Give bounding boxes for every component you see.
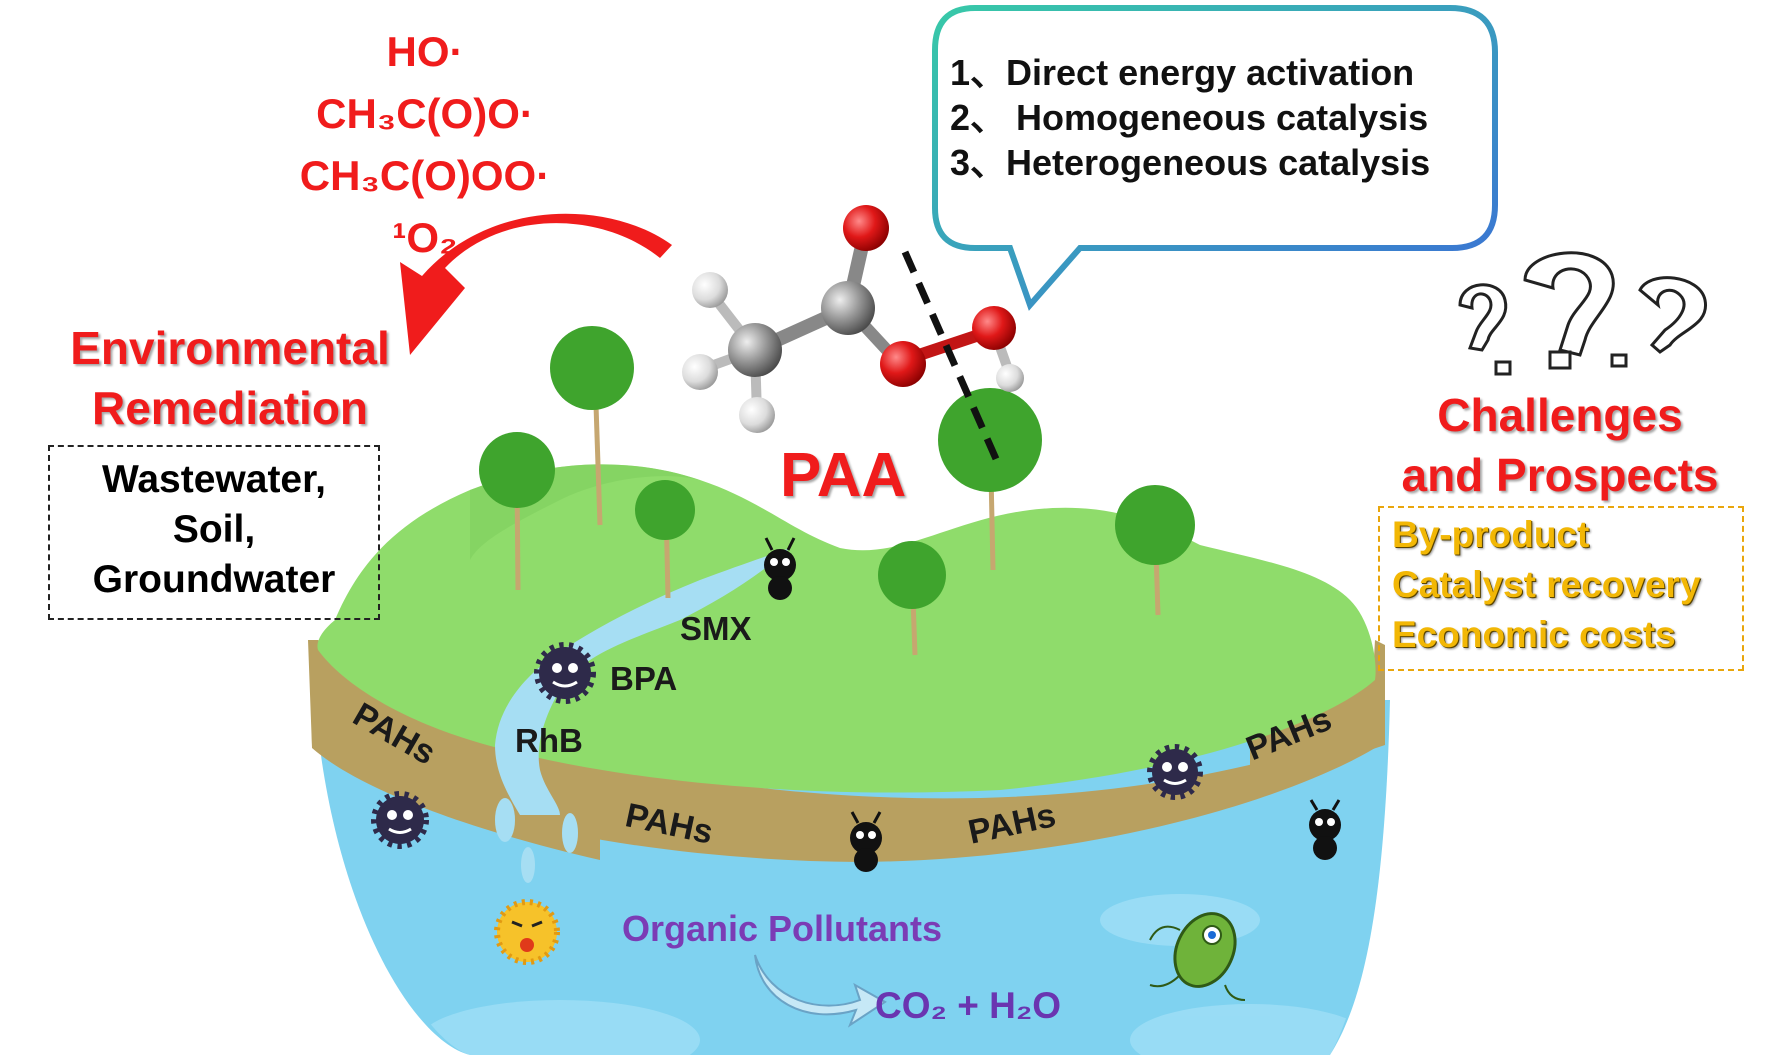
question-marks-icon (1458, 251, 1707, 376)
speech-bubble-icon (932, 5, 1498, 311)
radical-acetoxyl: CH₃C(O)O· (316, 90, 534, 137)
pollutant-smx: SMX (680, 610, 752, 647)
tree-icon (479, 432, 555, 591)
pollutant-bpa: BPA (610, 660, 678, 697)
challenge-by-product: By-product (1392, 514, 1590, 555)
environmental-remediation-title: Environmental Remediation (70, 322, 390, 434)
activation-method-1: 1、Direct energy activation (950, 52, 1415, 93)
activation-method-2: 2、 Homogeneous catalysis (950, 97, 1429, 138)
pollutant-rhb: RhB (515, 722, 583, 759)
challenge-economic-costs: Economic costs (1392, 614, 1676, 655)
challenges-box: By-product Catalyst recovery Economic co… (1378, 506, 1744, 671)
virus-icon (1147, 744, 1203, 800)
virus-icon (534, 642, 596, 704)
radical-acetylperoxyl: CH₃C(O)OO· (299, 152, 551, 199)
mineralization-product: CO₂ + H₂O (875, 985, 1062, 1026)
curved-red-arrow-icon (400, 213, 672, 355)
media-wastewater: Wastewater, (102, 458, 326, 501)
activation-method-3: 3、Heterogeneous catalysis (950, 142, 1431, 183)
remediation-media-box: Wastewater, Soil, Groundwater (48, 445, 380, 620)
tree-icon (635, 480, 695, 599)
paa-molecule-icon (682, 205, 1024, 470)
virus-icon (371, 791, 429, 849)
devil-bug-icon (1309, 799, 1341, 860)
paa-label: PAA (780, 441, 907, 510)
angry-sun-germ-icon (494, 899, 560, 965)
devil-bug-icon (850, 811, 882, 872)
media-soil: Soil, (172, 508, 256, 551)
grass-hill (317, 464, 1376, 793)
activation-methods-list: 1、Direct energy activation 2、 Homogeneou… (950, 50, 1430, 185)
challenge-catalyst-recovery: Catalyst recovery (1392, 564, 1701, 605)
green-bacterium-icon (1149, 912, 1246, 1001)
singlet-oxygen: ¹O₂ (392, 214, 458, 261)
organic-pollutants-label: Organic Pollutants (622, 908, 943, 949)
media-groundwater: Groundwater (92, 558, 336, 601)
radical-ho: HO· (386, 28, 464, 75)
tree-icon (1115, 485, 1195, 616)
tree-icon (550, 326, 634, 526)
tree-icon (878, 541, 946, 656)
fish-arrow-icon (754, 954, 887, 1028)
devil-bug-icon (764, 537, 796, 600)
challenges-title: Challenges and Prospects (1401, 389, 1719, 501)
